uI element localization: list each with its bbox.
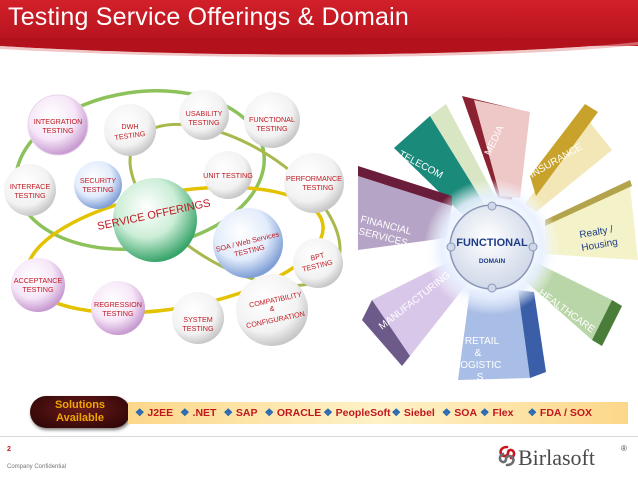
functional-domain-diagram: FUNCTIONAL DOMAIN TELECOM MEDIA INSURANC…	[357, 96, 638, 383]
diamond-bullet-icon: ❖	[527, 407, 537, 419]
solution-item: ❖PeopleSoft	[323, 407, 390, 419]
bubble-compatibility-line2: &	[270, 304, 275, 313]
bubble-dwh-line2: TESTING	[114, 129, 147, 142]
bubble-usability-line1: USABILITY	[186, 109, 223, 118]
bubble-regression-line2: TESTING	[102, 309, 134, 318]
bubble-performance: PERFORMANCE TESTING	[284, 153, 344, 213]
bubble-service-offerings: SERVICE OFFERINGS	[96, 178, 212, 262]
page-title: Testing Service Offerings & Domain	[8, 3, 409, 31]
diamond-bullet-icon: ❖	[323, 407, 333, 419]
bubble-security: SECURITY TESTING	[74, 161, 122, 209]
bubble-unit: UNIT TESTING	[203, 151, 253, 199]
functional-domain-hub: FUNCTIONAL DOMAIN	[446, 201, 538, 293]
bubble-bpt: BPT TESTING	[293, 238, 343, 288]
solution-label: ORACLE	[276, 407, 322, 419]
bubble-integration: INTEGRATION TESTING	[27, 94, 89, 156]
solution-label: Flex	[492, 407, 514, 419]
diamond-bullet-icon: ❖	[135, 407, 145, 419]
solutions-label-line1: Solutions	[54, 399, 106, 411]
hub-subtitle: DOMAIN	[479, 258, 506, 265]
bubble-usability-line2: TESTING	[188, 118, 220, 127]
bubble-compatibility: COMPATIBILITY & CONFIGURATION	[236, 274, 308, 346]
petal-realty	[545, 180, 638, 260]
solution-label: SAP	[235, 407, 258, 419]
solution-item: ❖Flex	[480, 407, 513, 419]
bubble-security-line1: SECURITY	[80, 176, 117, 185]
bubble-dwh: DWH TESTING	[104, 104, 156, 156]
bubble-interface: INTERFACE TESTING	[4, 164, 56, 216]
solution-item: ❖SAP	[223, 407, 257, 419]
diamond-bullet-icon: ❖	[480, 407, 490, 419]
domain-retail-line1: RETAIL	[465, 336, 500, 347]
diamond-bullet-icon: ❖	[441, 407, 452, 419]
bubble-system: SYSTEM TESTING	[172, 292, 224, 344]
solution-label: Siebel	[403, 407, 435, 419]
diamond-bullet-icon: ❖	[264, 407, 274, 419]
solution-label: J2EE	[147, 407, 174, 419]
solutions-bar: ❖J2EE ❖.NET ❖SAP ❖ORACLE ❖PeopleSoft ❖Si…	[128, 402, 628, 424]
page-number: 2	[7, 446, 11, 453]
bubble-system-line2: TESTING	[182, 324, 214, 333]
solutions-label-line2: Available	[56, 412, 104, 424]
bubble-security-line2: TESTING	[82, 185, 114, 194]
bubble-regression: REGRESSION TESTING	[91, 281, 145, 335]
solution-label: .NET	[192, 407, 217, 419]
petal-media	[462, 96, 530, 200]
solution-item: ❖J2EE	[135, 407, 173, 419]
bubble-soa: SOA / Web Services TESTING	[213, 208, 283, 278]
birlasoft-logo: Birlasoft ®	[496, 444, 631, 470]
bubble-regression-line1: REGRESSION	[94, 300, 142, 309]
confidential-label: Company Confidential	[7, 464, 67, 470]
hub-title: FUNCTIONAL	[456, 237, 528, 249]
solution-item: ❖.NET	[180, 407, 216, 419]
bubble-acceptance: ACCEPTANCE TESTING	[11, 258, 65, 312]
bubble-acceptance-line1: ACCEPTANCE	[14, 276, 63, 285]
bubble-functional-line1: FUNCTIONAL	[249, 115, 295, 124]
registered-mark: ®	[621, 444, 627, 453]
bubble-performance-line2: TESTING	[302, 183, 334, 192]
diamond-bullet-icon: ❖	[391, 407, 401, 419]
footer-divider	[0, 436, 638, 437]
logo-text: Birlasoft	[518, 445, 595, 470]
bubble-performance-line1: PERFORMANCE	[286, 174, 342, 183]
bubble-interface-line1: INTERFACE	[10, 182, 51, 191]
solutions-available-badge: Solutions Available	[30, 396, 130, 428]
solution-label: FDA / SOX	[539, 407, 593, 419]
bubble-acceptance-line2: TESTING	[22, 285, 54, 294]
bubble-dwh-line1: DWH	[121, 122, 138, 131]
solution-label: SOA	[454, 407, 478, 419]
solution-label: PeopleSoft	[335, 407, 391, 419]
solution-item: ❖Siebel	[392, 407, 435, 419]
solution-item: ❖FDA / SOX	[527, 407, 592, 419]
bubble-system-line1: SYSTEM	[183, 315, 213, 324]
bubble-integration-line2: TESTING	[42, 126, 74, 135]
bubble-interface-line2: TESTING	[14, 191, 46, 200]
domain-retail-line3: LOGISTIC	[455, 360, 502, 371]
birlasoft-swirl-icon	[498, 445, 516, 467]
solution-item: ❖ORACLE	[264, 407, 321, 419]
diamond-bullet-icon: ❖	[180, 407, 190, 419]
bubble-usability: USABILITY TESTING	[179, 90, 229, 140]
service-offerings-diagram: INTEGRATION TESTING DWH TESTING USABILIT…	[4, 89, 344, 346]
bubble-functional-line2: TESTING	[256, 124, 288, 133]
bubble-integration-line1: INTEGRATION	[34, 117, 83, 126]
domain-retail-line4: S	[477, 372, 484, 383]
petal-insurance	[525, 104, 612, 212]
solution-item: ❖SOA	[442, 407, 477, 419]
header-wave-decoration	[0, 38, 638, 58]
bubble-bpt-line1: BPT	[310, 250, 326, 262]
domain-retail-line2: &	[475, 348, 482, 359]
bubble-unit-line1: UNIT TESTING	[203, 171, 253, 180]
bubble-functional: FUNCTIONAL TESTING	[244, 92, 300, 148]
diamond-bullet-icon: ❖	[223, 407, 233, 419]
